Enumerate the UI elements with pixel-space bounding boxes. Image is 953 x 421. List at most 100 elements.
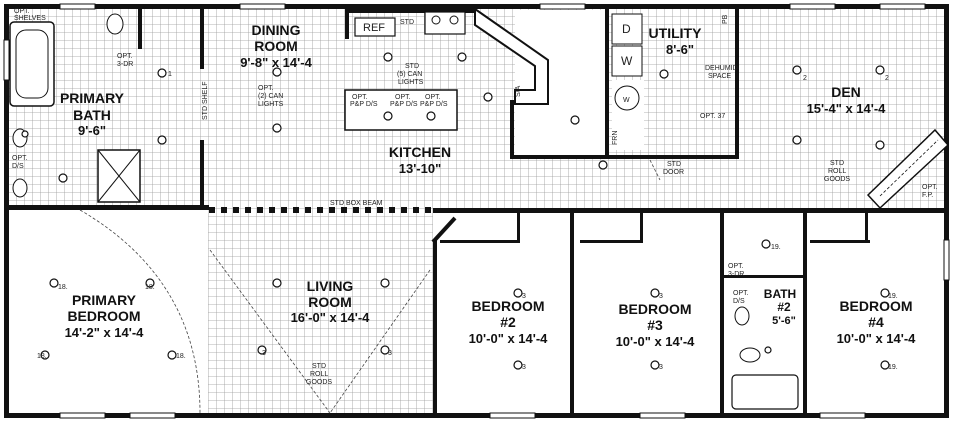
burner-icon	[431, 15, 441, 25]
refrigerator	[354, 17, 396, 37]
kitchen-label: KITCHEN	[389, 144, 451, 160]
kitchen-counter	[474, 7, 549, 105]
bedroom4-dim: 10'-0" x 14'-4	[837, 331, 917, 346]
note-opt-ds: OPT.	[12, 155, 28, 162]
fixture-number: 18.	[145, 284, 155, 291]
note-dehumid-2: SPACE	[708, 73, 732, 80]
note-opt-fp-2: F.P.	[922, 192, 933, 199]
note-wh: W	[623, 97, 630, 104]
note-island-3: OPT.	[395, 94, 411, 101]
corner-wall	[431, 216, 457, 244]
fixture-number: 19.	[888, 364, 898, 371]
fireplace-hatch	[879, 139, 939, 197]
plan-notes: OPT. SHELVES REF OPT. 3-DR OPT. D/S STD …	[12, 8, 938, 386]
bedroom4-label-2: #4	[868, 314, 884, 330]
fixture-number: 3	[659, 293, 663, 300]
note-dining-lights-2: (2) CAN	[258, 93, 283, 100]
fixture-number: 2	[885, 75, 889, 82]
washer	[611, 45, 643, 77]
note-island-4: P&P D/S	[390, 101, 418, 108]
note-can-lights-1: STD	[405, 63, 419, 70]
bedroom3-dim: 10'-0" x 14'-4	[616, 334, 696, 349]
bedroom2-dim: 10'-0" x 14'-4	[469, 331, 549, 346]
toilet-icon	[106, 13, 124, 35]
stove	[424, 11, 466, 35]
den-label: DEN	[831, 84, 861, 100]
utility-dim: 8'-6"	[666, 42, 694, 57]
dining-label: DINING	[252, 22, 301, 38]
note-roll-goods-living-3: GOODS	[306, 379, 332, 386]
fixture-number: 19.	[771, 244, 781, 251]
fixture-number: 3	[388, 350, 392, 357]
note-washer-w: W	[621, 54, 633, 68]
note-opt-ds-bath2-2: D/S	[733, 298, 745, 305]
note-std: STD	[400, 19, 414, 26]
burner-icon	[449, 15, 459, 25]
bath2-label-2: #2	[777, 300, 791, 314]
bedroom2-label: BEDROOM	[471, 298, 544, 314]
primary-bedroom-label-2: BEDROOM	[67, 308, 140, 324]
note-opt-3dr: OPT.	[117, 53, 133, 60]
fixture-number: 3	[522, 364, 526, 371]
bath2-toilet-icon	[739, 347, 761, 363]
dining-label-2: ROOM	[254, 38, 298, 54]
note-roll-goods-den-3: GOODS	[824, 176, 850, 183]
fixture-numbers: 1 2 2 18. 18. 18. 18. 3 3 3 3 3 3 19. 19…	[37, 71, 898, 371]
fixture-number: 3	[659, 364, 663, 371]
fixture-number: 19.	[888, 293, 898, 300]
note-dining-lights-3: LIGHTS	[258, 101, 284, 108]
living-dim: 16'-0" x 14'-4	[291, 310, 371, 325]
windows	[3, 3, 950, 419]
note-pb: PB	[722, 14, 729, 24]
bath2-tub	[731, 374, 799, 410]
note-island-2: P&P D/S	[350, 101, 378, 108]
bedroom3-label: BEDROOM	[618, 301, 691, 317]
note-opt-3dr-bath2: OPT.	[728, 263, 744, 270]
shower-x	[97, 149, 141, 203]
primary-bath-label-2: BATH	[73, 107, 111, 123]
note-std-shelf: STD SHELF	[202, 81, 209, 120]
note-std-door-2: DOOR	[663, 169, 684, 176]
note-roll-goods-living: STD	[312, 363, 326, 370]
living-label: LIVING	[307, 278, 354, 294]
primary-bedroom-label: PRIMARY	[72, 292, 137, 308]
note-opt-ds-2: D/S	[12, 163, 24, 170]
interior-walls	[9, 9, 944, 415]
door-swings	[79, 159, 661, 414]
note-sa: S/A	[515, 85, 522, 97]
note-opt-ds-bath2: OPT.	[733, 290, 749, 297]
dining-dim: 9'-8" x 14'-4	[240, 55, 312, 70]
note-opt-fp: OPT.	[922, 184, 938, 191]
note-island-1: OPT.	[352, 94, 368, 101]
note-island-5: OPT.	[425, 94, 441, 101]
fixture-number: 18.	[37, 353, 47, 360]
note-roll-goods-den-2: ROLL	[828, 168, 846, 175]
note-opt-shelves: OPT.	[14, 8, 30, 15]
bedroom4-label: BEDROOM	[839, 298, 912, 314]
bath2-sink-icon	[734, 306, 750, 326]
living-label-2: ROOM	[308, 294, 352, 310]
bedroom2-label-2: #2	[500, 314, 516, 330]
bathtub-basin	[15, 29, 49, 99]
den-dim: 15'-4" x 14'-4	[807, 101, 887, 116]
note-roll-goods-living-2: ROLL	[310, 371, 328, 378]
note-can-lights-3: LIGHTS	[398, 79, 424, 86]
note-opt-shelves-2: SHELVES	[14, 15, 46, 22]
bedroom3-label-2: #3	[647, 317, 663, 333]
sink-icon	[12, 178, 28, 198]
utility-label: UTILITY	[649, 25, 703, 41]
fixture-number: 1	[168, 71, 172, 78]
primary-bedroom-dim: 14'-2" x 14'-4	[65, 325, 145, 340]
fixture-number: 2	[803, 75, 807, 82]
note-ref: REF	[363, 22, 385, 34]
fixture-number: 3	[262, 350, 266, 357]
dryer	[611, 13, 643, 45]
primary-bath-dim: 9'-6"	[78, 123, 106, 138]
note-opt-3dr-bath2-2: 3-DR	[728, 271, 744, 278]
note-opt-3dr-2: 3-DR	[117, 61, 133, 68]
note-std-box-beam: STD BOX BEAM	[330, 200, 383, 207]
fixture-number: 18.	[58, 284, 68, 291]
note-island-6: P&P D/S	[420, 101, 448, 108]
primary-bath-label: PRIMARY	[60, 90, 125, 106]
